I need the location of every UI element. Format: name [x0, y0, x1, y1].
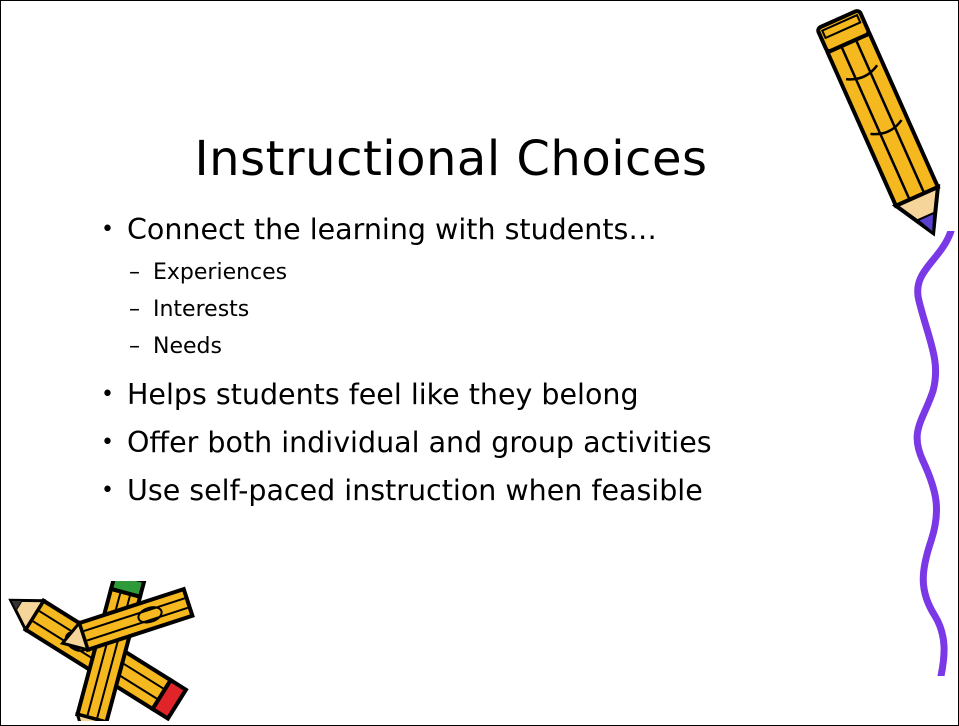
slide-title: Instructional Choices	[194, 131, 708, 187]
sub-bullet-text: Interests	[153, 297, 250, 322]
sub-bullet-list: – Experiences – Interests – Needs	[101, 254, 861, 371]
bullet-list: • Connect the learning with students… – …	[101, 206, 861, 515]
bullet-text: Offer both individual and group activiti…	[127, 426, 712, 459]
bullet-marker: •	[101, 217, 114, 242]
bullet-text: Connect the learning with students…	[127, 213, 657, 246]
bullet-item: • Use self-paced instruction when feasib…	[101, 467, 861, 515]
bullet-item: • Helps students feel like they belong	[101, 371, 861, 419]
sub-bullet-item: – Needs	[101, 328, 861, 365]
squiggle-line-icon	[913, 231, 955, 676]
sub-bullet-item: – Experiences	[101, 254, 861, 291]
bullet-item: • Connect the learning with students…	[101, 206, 861, 254]
bullet-marker: •	[101, 478, 114, 503]
bullet-marker: •	[101, 382, 114, 407]
bullet-text: Helps students feel like they belong	[127, 378, 639, 411]
sub-bullet-marker: –	[129, 334, 140, 359]
crossed-pencils-icon	[8, 581, 195, 721]
bullet-text: Use self-paced instruction when feasible	[127, 474, 703, 507]
bullet-marker: •	[101, 430, 114, 455]
sub-bullet-marker: –	[129, 260, 140, 285]
pencil-icon	[816, 9, 941, 237]
sub-bullet-text: Experiences	[153, 260, 288, 285]
sub-bullet-item: – Interests	[101, 291, 861, 328]
sub-bullet-text: Needs	[153, 334, 222, 359]
sub-bullet-group: – Experiences – Interests – Needs	[101, 254, 861, 371]
bullet-item: • Offer both individual and group activi…	[101, 419, 861, 467]
sub-bullet-marker: –	[129, 297, 140, 322]
